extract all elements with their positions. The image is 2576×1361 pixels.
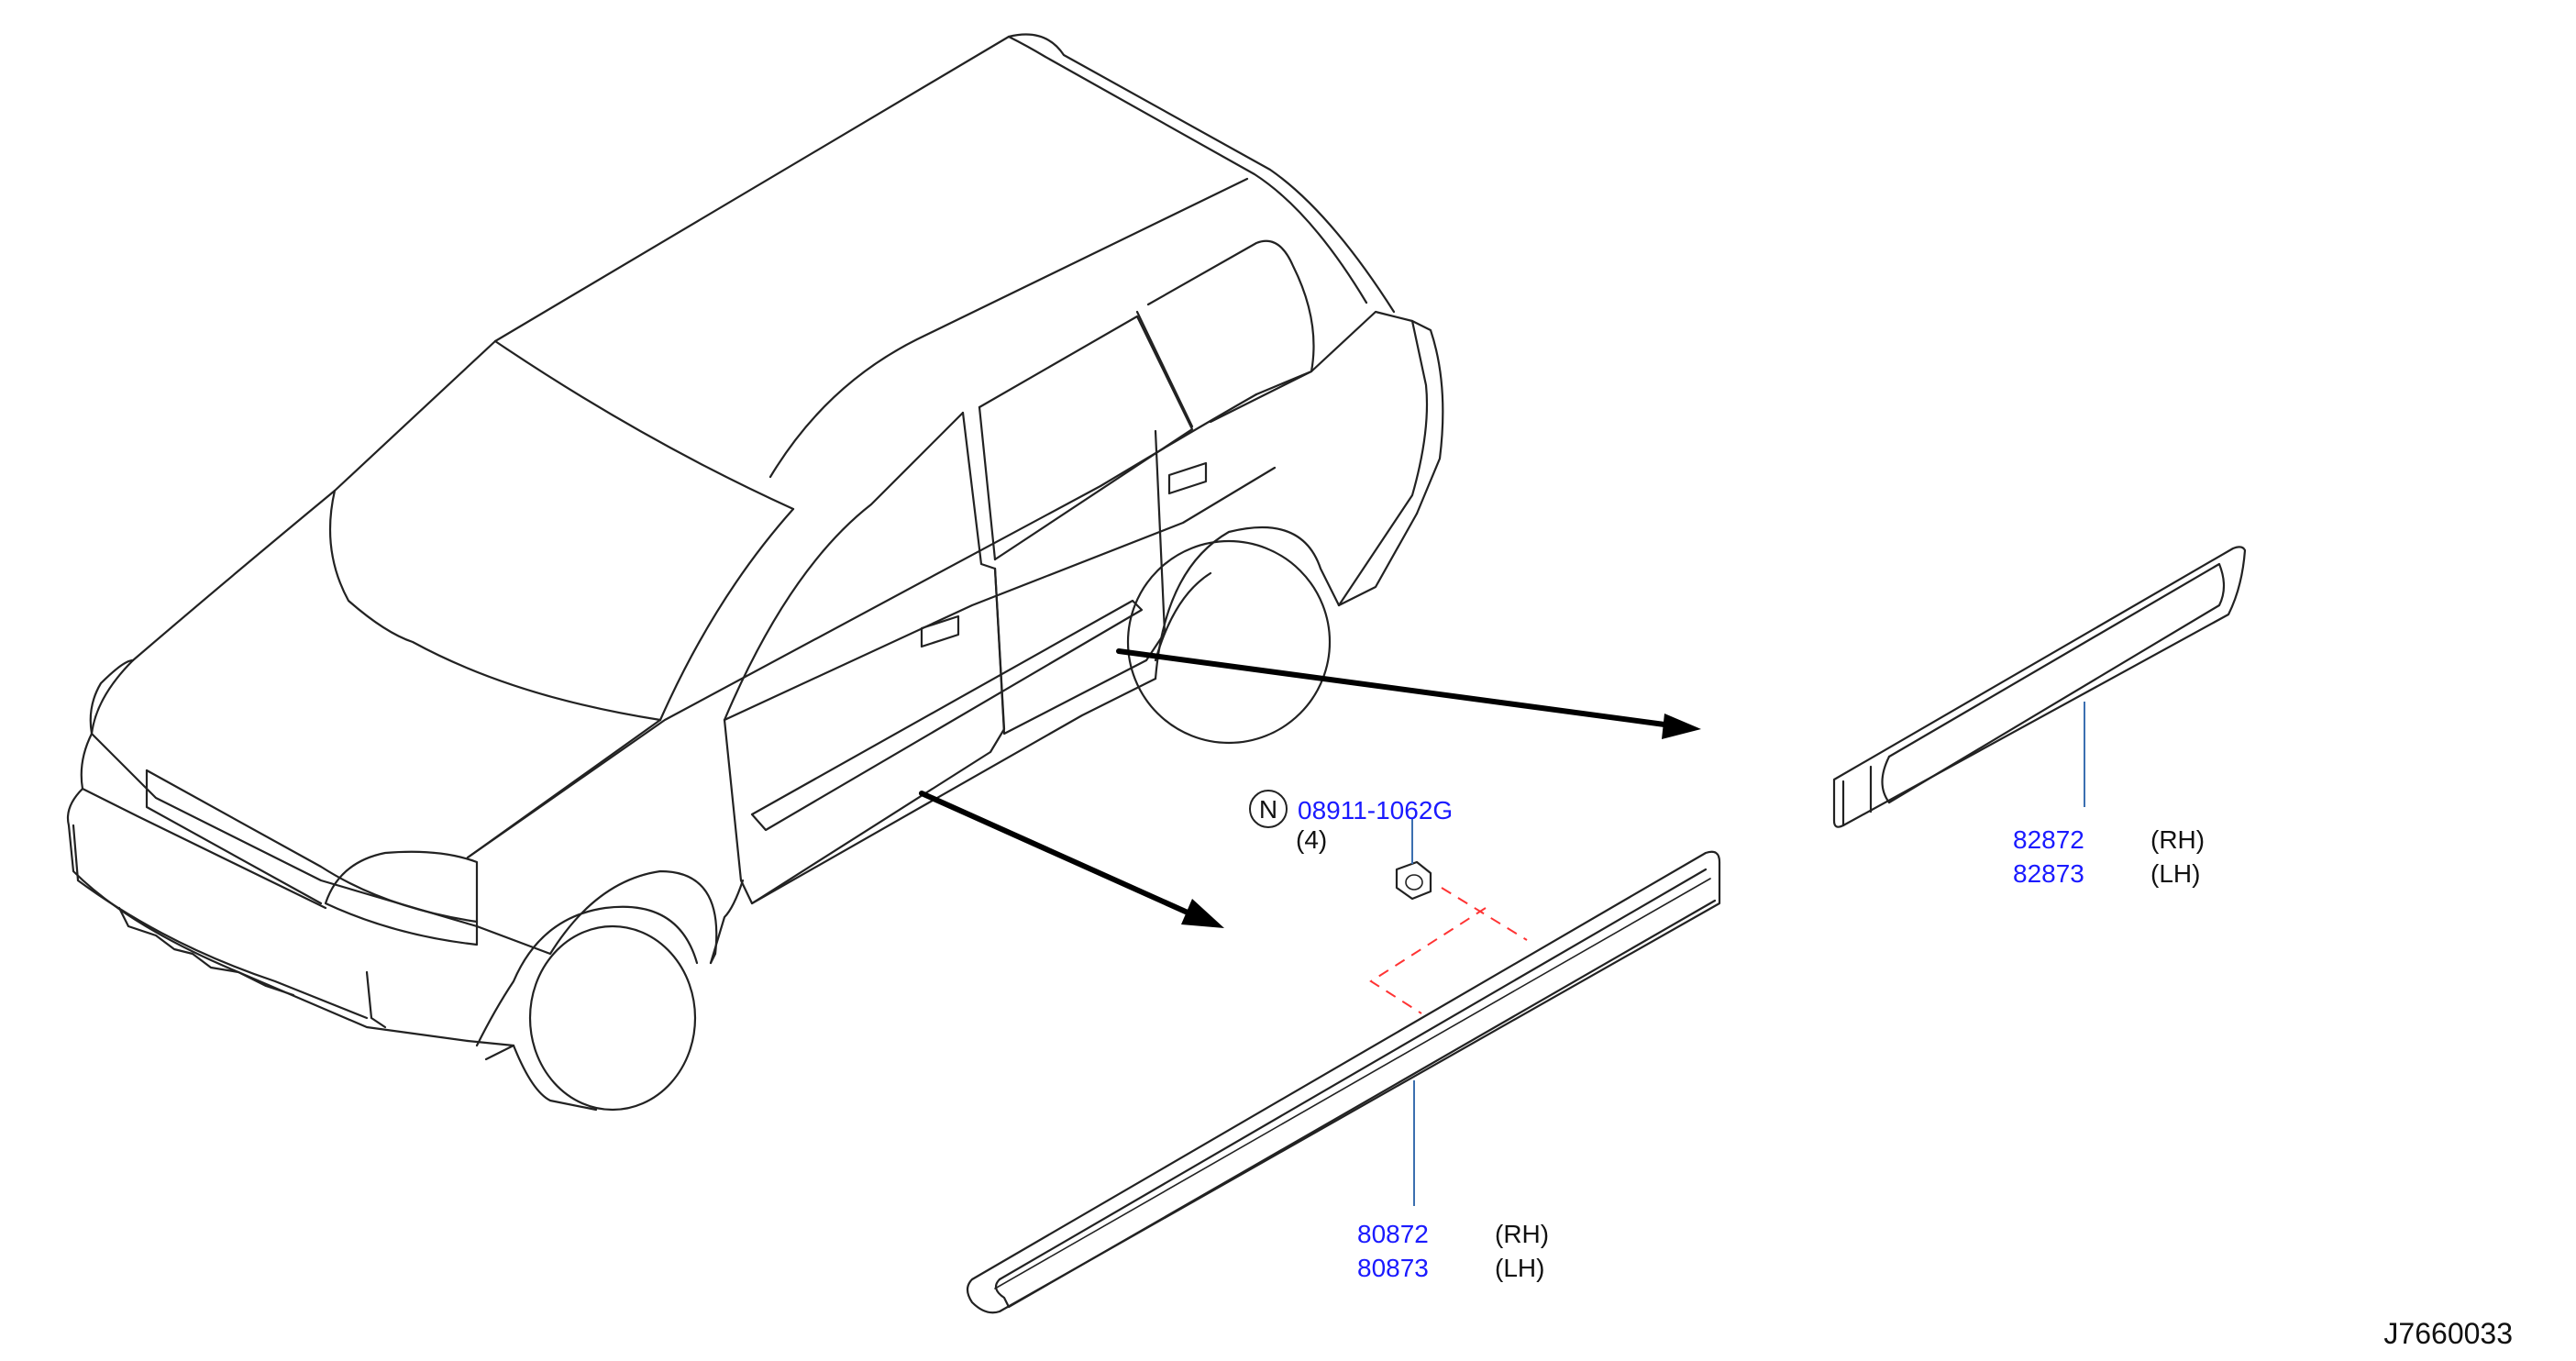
leader-lines xyxy=(1411,702,2085,1206)
nut-badge-circle xyxy=(1249,790,1288,828)
rear-molding-lh-number[interactable]: 82873 xyxy=(2013,859,2084,888)
fastener-part-number[interactable]: 08911-1062G xyxy=(1298,796,1453,824)
nut-badge-letter: N xyxy=(1259,795,1277,824)
rear-molding-lh-side: (LH) xyxy=(2150,859,2200,888)
rear-molding-arrow-shaft xyxy=(1116,648,1667,727)
diagram-reference-code: J7660033 xyxy=(2383,1317,2513,1350)
front-molding-arrow-head xyxy=(1181,899,1224,928)
rear-molding-arrow-head xyxy=(1662,714,1701,739)
front-molding-rh-number[interactable]: 80872 xyxy=(1357,1220,1429,1248)
front-molding-callout: 80872 (RH) 80873 (LH) xyxy=(1357,1220,1549,1282)
rear-molding-rh-number[interactable]: 82872 xyxy=(2013,825,2084,854)
rear-door-molding xyxy=(1832,546,2247,828)
rear-molding-rh-side: (RH) xyxy=(2150,825,2205,854)
front-molding-lh-side: (LH) xyxy=(1495,1254,1544,1282)
front-molding-lh-number[interactable]: 80873 xyxy=(1357,1254,1429,1282)
front-molding-rh-side: (RH) xyxy=(1495,1220,1549,1248)
fastener-quantity: (4) xyxy=(1296,825,1327,854)
rear-molding-callout: 82872 (RH) 82873 (LH) xyxy=(2013,825,2205,888)
front-door-molding xyxy=(966,850,1721,1314)
fastener-callout: N 08911-1062G (4) xyxy=(1249,790,1453,854)
front-molding-arrow-shaft xyxy=(919,791,1190,915)
installation-guide-lines xyxy=(1369,887,1528,1014)
vehicle-illustration xyxy=(66,33,1444,1112)
callout-arrows xyxy=(919,648,1701,928)
clip-nut xyxy=(1395,860,1432,901)
